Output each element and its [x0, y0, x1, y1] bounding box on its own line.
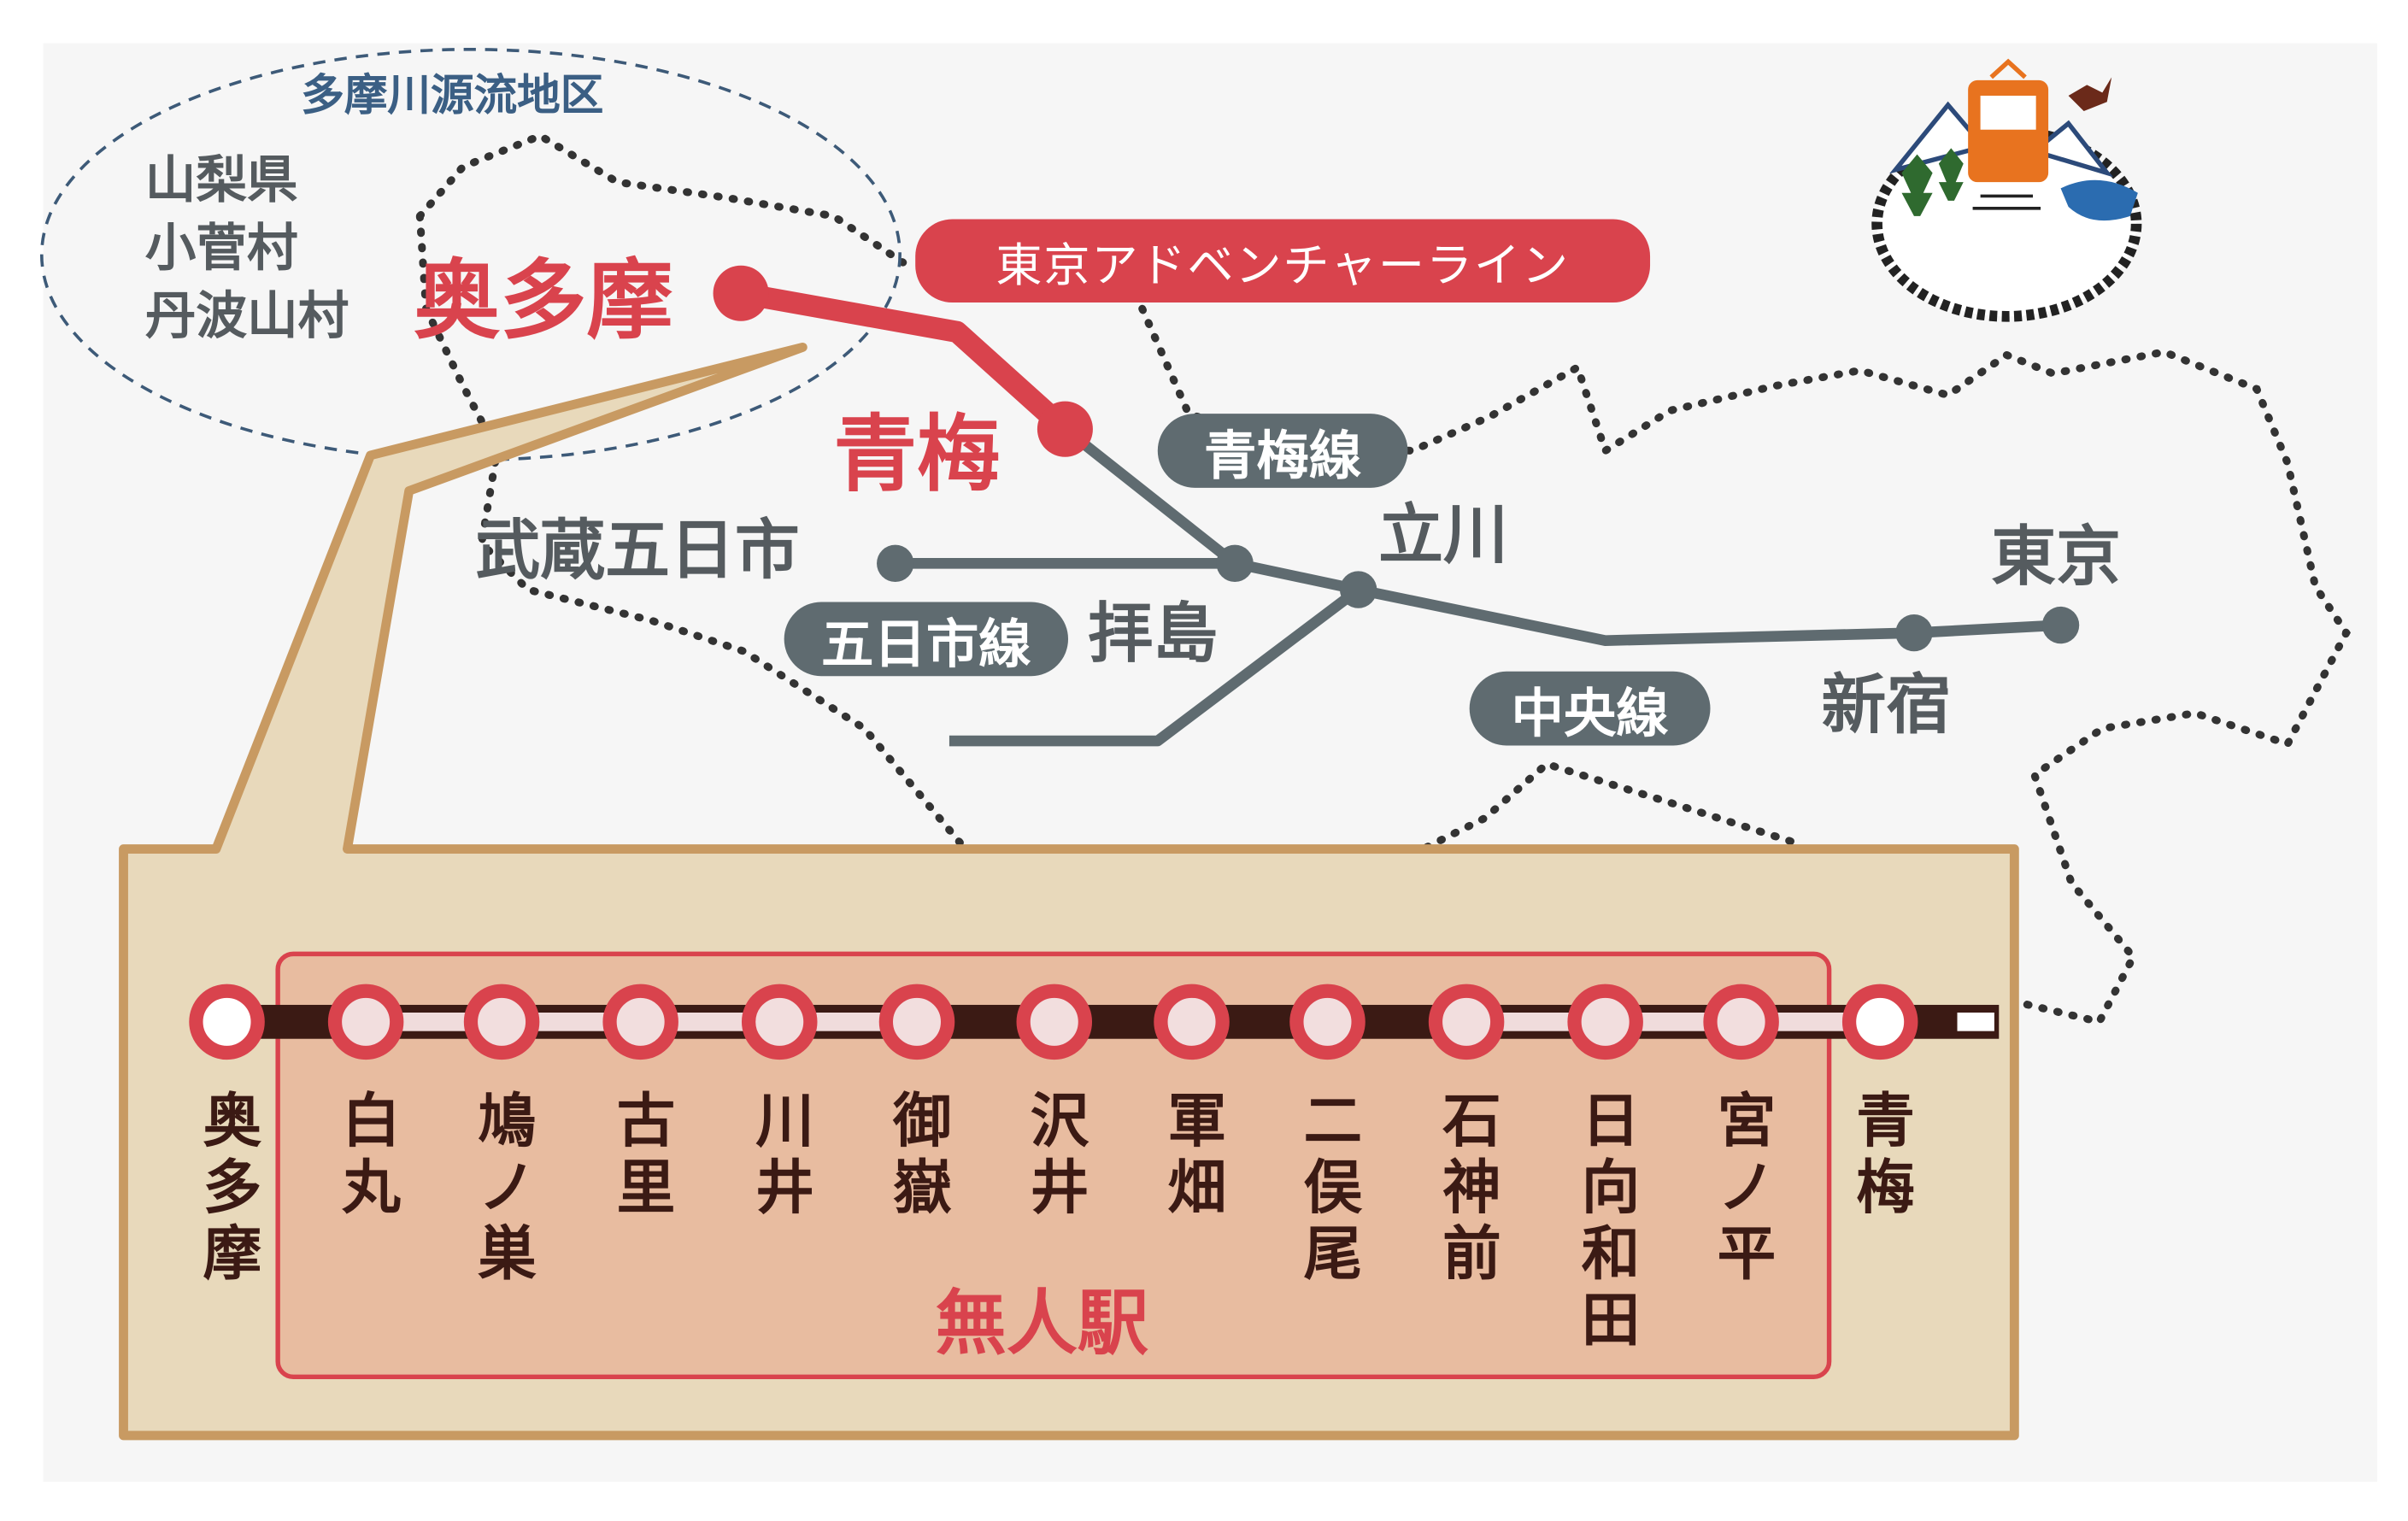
chuo-line-badge: 中央線	[1469, 671, 1711, 746]
track-segment	[1769, 1012, 1853, 1031]
haijima-label: 拝島	[1088, 596, 1219, 672]
adventure-line	[738, 282, 1072, 438]
ome-line-badge: 青梅線	[1157, 414, 1408, 488]
unmanned-station-label: 無人駅	[935, 1281, 1148, 1365]
track-segment	[1494, 1012, 1578, 1031]
station-name: 二俣尾	[1293, 1089, 1362, 1289]
station-marker	[327, 984, 404, 1060]
station-name: 白丸	[332, 1089, 400, 1223]
station-marker	[741, 984, 818, 1060]
region-place-yamanashi: 山梨県	[144, 150, 298, 210]
station-name: 沢井	[1020, 1089, 1089, 1223]
musashi-itsukaichi-label: 武蔵五日市	[475, 512, 800, 589]
station-marker	[1703, 984, 1779, 1060]
station-marker	[1428, 984, 1505, 1060]
station-marker	[1567, 984, 1643, 1060]
track-segment	[1957, 1012, 1994, 1031]
station-marker	[878, 984, 955, 1060]
station-name: 宮ノ平	[1706, 1089, 1776, 1289]
station-name: 日向和田	[1571, 1089, 1640, 1356]
ome-chuo-line	[1061, 425, 2061, 646]
track-segment	[393, 1012, 474, 1031]
region-ellipse	[39, 47, 902, 462]
track-segment	[1633, 1012, 1714, 1031]
okutama-dot	[713, 265, 769, 321]
region-place-tabayama: 丹波山村	[144, 285, 349, 346]
station-marker	[189, 984, 265, 1060]
station-dot	[1895, 614, 1933, 652]
station-marker	[1289, 984, 1366, 1060]
station-name: 青梅	[1846, 1089, 1914, 1223]
station-dot	[1216, 544, 1254, 583]
station-name: 川井	[745, 1089, 813, 1223]
track-segment	[807, 1012, 890, 1031]
station-dot	[2041, 606, 2080, 644]
ome-dot	[1037, 401, 1093, 457]
station-name: 御嶽	[883, 1089, 951, 1223]
station-dot	[1339, 571, 1377, 608]
station-dot	[877, 544, 914, 583]
station-name: 古里	[606, 1089, 675, 1223]
itsukaichi-line-badge: 五日市線	[784, 602, 1069, 677]
adventure-line-badge: 東京アドベンチャーライン	[915, 219, 1651, 303]
unmanned-box	[275, 951, 1832, 1380]
haijima-branch-line	[949, 584, 1362, 747]
tokyo-label: 東京	[1991, 518, 2122, 595]
adventure-line-logo	[1871, 58, 2142, 322]
track-segment	[668, 1012, 752, 1031]
station-marker	[602, 984, 678, 1060]
station-marker	[1016, 984, 1093, 1060]
station-marker	[1841, 984, 1918, 1060]
okutama-label: 奥多摩	[414, 251, 673, 352]
station-marker	[463, 984, 540, 1060]
shinjuku-label: 新宿	[1821, 667, 1952, 743]
region-place-kosuge: 小菅村	[144, 217, 298, 279]
station-name: 軍畑	[1157, 1089, 1226, 1223]
station-name: 石神前	[1432, 1089, 1501, 1289]
ome-label: 青梅	[833, 406, 1001, 503]
tachikawa-label: 立川	[1378, 496, 1508, 573]
tokyo-boundary	[415, 131, 2351, 1027]
station-name: 奥多摩	[192, 1089, 261, 1289]
station-marker	[1154, 984, 1230, 1060]
region-title: 多摩川源流地区	[301, 69, 604, 120]
station-name: 鳩ノ巣	[467, 1089, 536, 1289]
track-segment	[529, 1012, 614, 1031]
